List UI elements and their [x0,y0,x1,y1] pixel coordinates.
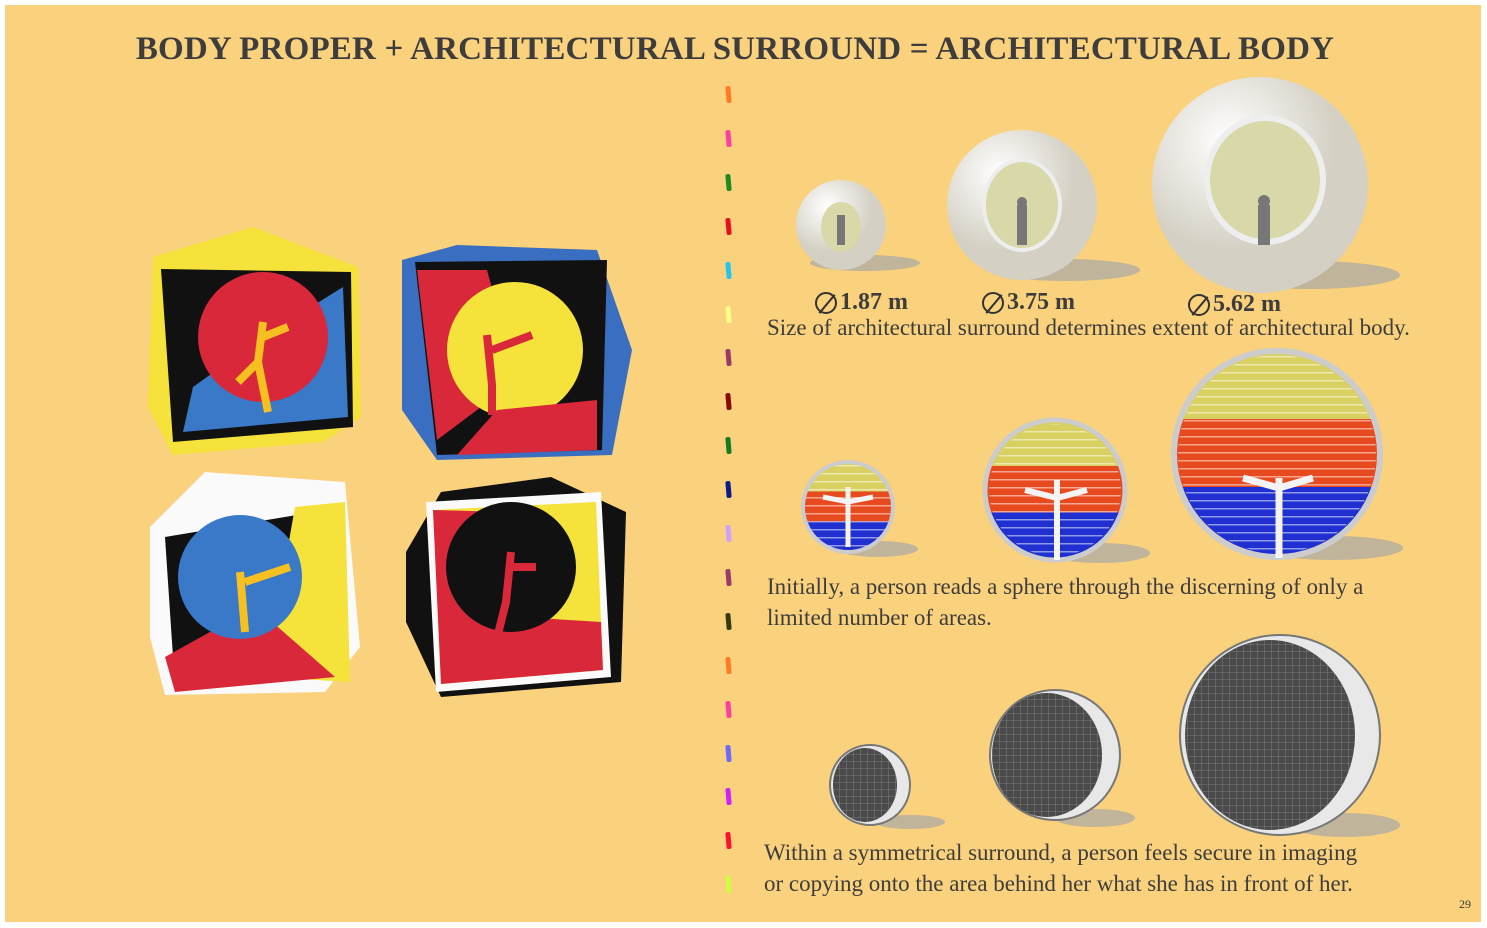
caption-line: or copying onto the area behind her what… [764,871,1353,896]
divider-dash [725,568,732,587]
caption-line: limited number of areas. [767,605,992,630]
caption-line: Initially, a person reads a sphere throu… [767,574,1364,599]
diameter-value: 5.62 m [1213,291,1281,317]
cube-image-top-left [148,227,361,455]
caption-row3: Within a symmetrical surround, a person … [764,837,1357,899]
diameter-value: 3.75 m [1007,289,1075,315]
diameter-label-medium: 3.75 m [982,289,1075,316]
cube-image-bottom-left [150,472,360,695]
divider-dash [725,437,732,455]
cube-image-top-right [402,245,632,460]
divider-dash [725,744,732,762]
sphere-medium-white [947,130,1140,281]
sphere-small-dark [829,744,945,829]
divider-dash [725,173,732,191]
divider-dash [725,217,732,235]
diameter-label-large: 5.62 m [1188,291,1281,318]
diameter-icon [815,291,837,314]
divider-dash [725,524,732,543]
diameter-icon [982,291,1004,314]
divider-dash [725,85,732,104]
slide: BODY PROPER + ARCHITECTURAL SURROUND = A… [5,5,1481,922]
page-title: BODY PROPER + ARCHITECTURAL SURROUND = A… [135,31,1335,67]
caption-row2: Initially, a person reads a sphere throu… [767,571,1363,633]
divider-dash [725,876,732,894]
sphere-large-banded [1171,348,1403,560]
caption-row1: Size of architectural surround determine… [767,315,1410,340]
sphere-large-white [1152,77,1400,293]
divider-dash [725,700,732,718]
diameter-value: 1.87 m [840,289,908,315]
caption-line: Within a symmetrical surround, a person … [764,840,1358,865]
sphere-medium-dark [989,689,1135,827]
sphere-large-dark [1179,634,1400,837]
divider-dash [725,349,732,367]
divider-dash [725,788,732,806]
divider-dash [725,305,732,323]
diameter-label-small: 1.87 m [815,289,908,316]
divider-dash [725,393,732,411]
page-number: 29 [1459,897,1471,911]
divider-dash [725,261,732,279]
sphere-small-banded [801,460,918,557]
sphere-small-white [796,180,920,271]
divider-dash [725,612,732,630]
divider-dash [725,832,732,850]
cube-image-bottom-right [406,477,626,697]
divider-dash [725,656,732,674]
sphere-medium-banded [982,417,1150,563]
diameter-icon [1188,293,1210,316]
divider-dash [725,480,732,499]
divider-dash [725,129,732,148]
